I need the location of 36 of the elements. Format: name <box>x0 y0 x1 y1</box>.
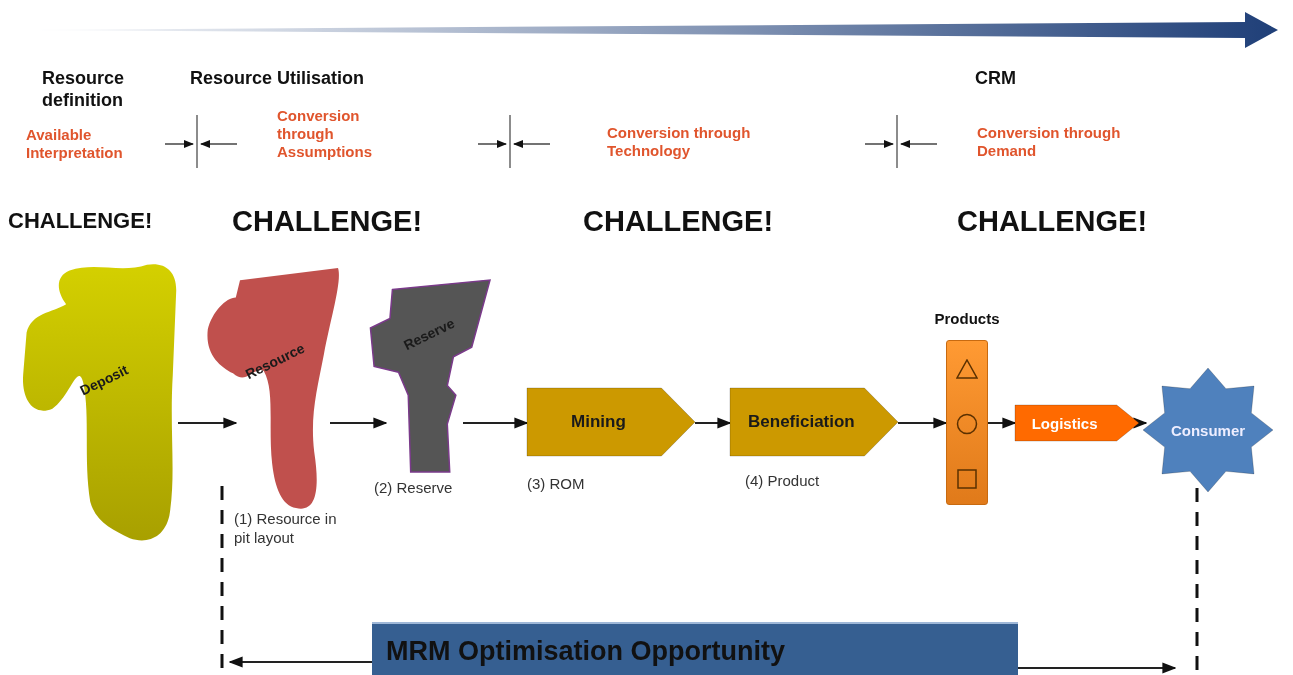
arrow <box>1017 662 1177 674</box>
challenge-heading: CHALLENGE! <box>957 204 1149 239</box>
shape-label: Consumer <box>1170 421 1246 439</box>
banner <box>372 622 1018 675</box>
stage-note: Conversion through Demand <box>977 124 1122 160</box>
shape-label: Beneficiation <box>748 412 855 432</box>
pentagon-arrow-box <box>730 388 898 456</box>
arrow <box>228 656 373 668</box>
arrow <box>987 417 1017 429</box>
star-shape <box>1143 368 1273 492</box>
stage-note: Conversion through Assumptions <box>277 107 373 161</box>
arrow <box>462 417 529 429</box>
stage-note: Conversion through Technology <box>607 124 752 160</box>
arrow <box>694 417 732 429</box>
node-label: (1) Resource in pit layout <box>234 510 338 548</box>
challenge-heading: CHALLENGE! <box>232 204 424 239</box>
stage-heading: Resource Utilisation <box>190 68 366 90</box>
stage-note: Available Interpretation <box>26 126 124 162</box>
node-label: (3) ROM <box>527 475 586 494</box>
shape-label: Mining <box>571 412 626 432</box>
challenge-heading: CHALLENGE! <box>8 208 154 235</box>
blob-shape <box>368 280 490 472</box>
stage-heading: CRM <box>975 68 1017 90</box>
node-label: (2) Reserve <box>374 479 454 498</box>
arrow <box>177 417 238 429</box>
heading: Products <box>933 310 1001 327</box>
stage-heading: Resource definition <box>42 68 126 112</box>
arrow <box>1133 417 1148 429</box>
node-label: (4) Product <box>745 472 821 491</box>
arrow <box>897 417 948 429</box>
challenge-heading: CHALLENGE! <box>583 204 775 239</box>
pentagon-arrow-box <box>527 388 695 456</box>
pentagon-arrow-box <box>1015 405 1139 441</box>
shape-label: Logistics <box>1031 414 1098 432</box>
arrow <box>329 417 388 429</box>
banner-title: MRM Optimisation Opportunity <box>386 635 785 667</box>
